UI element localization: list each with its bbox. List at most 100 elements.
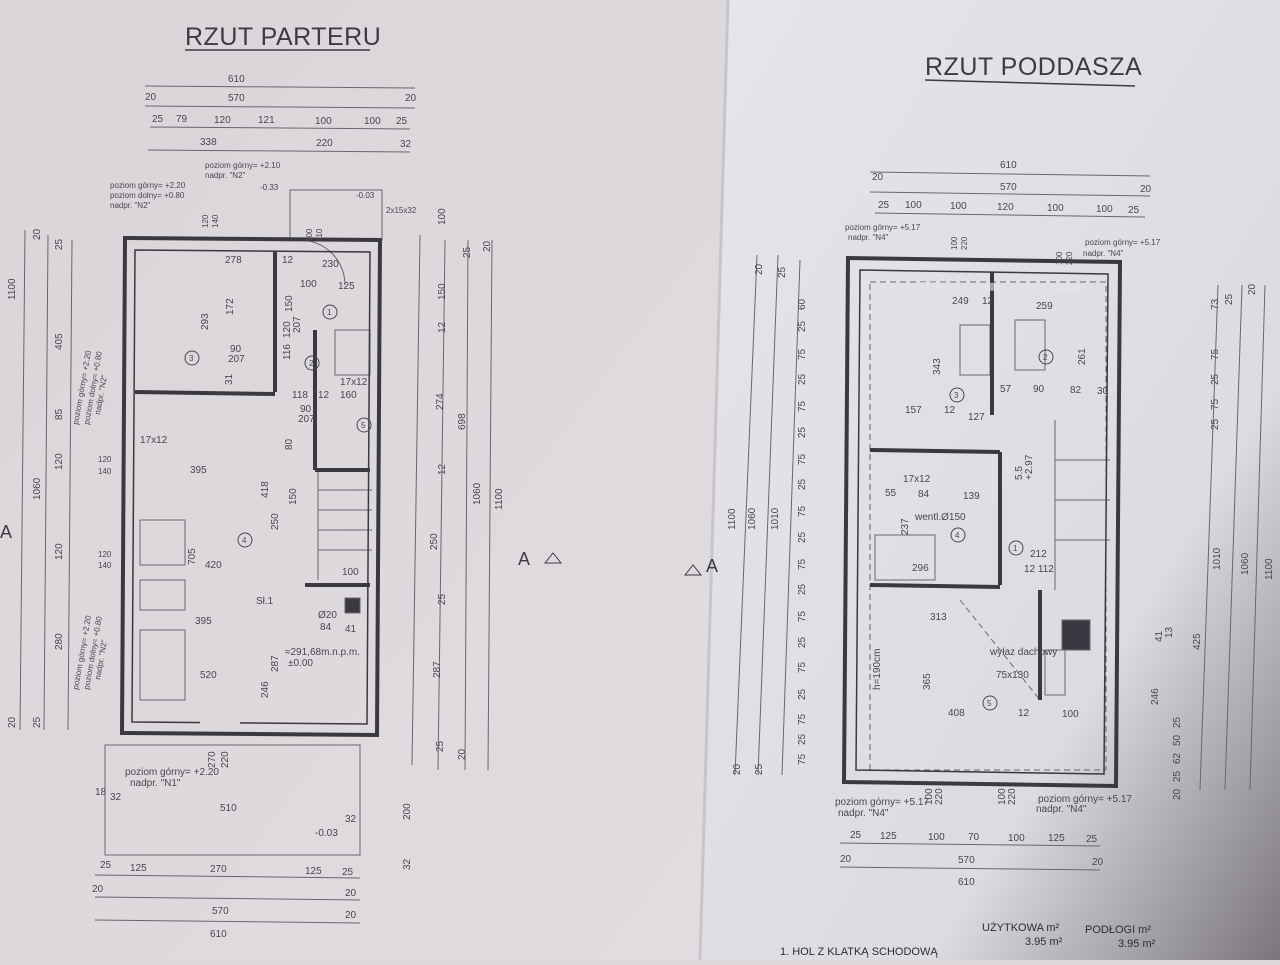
dimension-label: 17x12 <box>140 435 168 446</box>
room-number-circle <box>950 527 966 543</box>
dimension-label: 20 <box>345 910 357 921</box>
dimension-label: 75 <box>797 505 808 517</box>
dimension-label: 365 <box>922 673 933 690</box>
annotation-label: poziom górny= +2.20 <box>110 181 186 190</box>
dimension-label: 520 <box>200 670 217 681</box>
dimension-label: 32 <box>345 814 357 825</box>
annotation-label: -0.33 <box>260 183 279 192</box>
dimension-label: 90 <box>230 344 242 355</box>
dimension-label: 610 <box>228 74 245 85</box>
annotation-label: 120 <box>201 214 210 228</box>
dimension-label: 100 <box>905 200 922 211</box>
section-arrow-icon <box>543 552 563 564</box>
dimension-label: 287 <box>270 655 281 672</box>
dimension-label: 20 <box>1140 184 1152 195</box>
dimension-label: 20 <box>1092 857 1104 868</box>
dimension-label: -0.03 <box>315 828 338 839</box>
dimension-label: 25 <box>32 716 43 728</box>
dimension-label: 338 <box>200 137 217 148</box>
dimension-label: 118 <box>292 390 308 401</box>
dimension-label: 405 <box>54 333 65 350</box>
dimension-label: 41 <box>1154 630 1165 642</box>
dimension-label: 25 <box>1172 716 1183 728</box>
dimension-label: nadpr. "N4" <box>1036 804 1087 815</box>
dimension-label: 1060 <box>472 482 483 505</box>
dimension-label: 75 <box>797 661 808 673</box>
dimension-label: 207 <box>298 414 315 425</box>
dimension-label: 121 <box>258 115 275 126</box>
dimension-label: 120 <box>997 202 1014 213</box>
dimension-label: 425 <box>1192 633 1203 650</box>
dimension-label: 60 <box>797 298 808 310</box>
dimension-label: 172 <box>225 298 236 315</box>
dimension-label: 62 <box>1172 752 1183 764</box>
dimension-label: 20 <box>840 854 852 865</box>
dimension-label: 570 <box>958 855 975 866</box>
dimension-label: 25 <box>777 266 788 278</box>
dimension-label: 25 <box>797 531 808 543</box>
dimension-label: wyłaz dachowy <box>989 647 1057 658</box>
dimension-label: 610 <box>210 929 227 940</box>
dimension-label: nadpr. "N1" <box>130 778 181 789</box>
dimension-label: 12 <box>282 255 294 266</box>
room-number: 5 <box>987 699 992 708</box>
dimension-label: 100 <box>950 201 967 212</box>
dimension-label: 570 <box>228 93 245 104</box>
dimension-label: 25 <box>797 583 808 595</box>
dimension-label: 20 <box>145 92 157 103</box>
dimension-label: Sł.1 <box>256 596 274 607</box>
room-number-circle <box>1008 540 1024 556</box>
dimension-label: 1100 <box>727 508 738 530</box>
dimension-label: 125 <box>305 866 322 877</box>
dimension-label: 25 <box>1128 205 1140 216</box>
dimension-label: 150 <box>288 488 299 505</box>
dimension-label: 125 <box>1048 833 1065 844</box>
dimension-label: 570 <box>212 906 229 917</box>
dimension-label: 610 <box>1000 160 1017 171</box>
dimension-label: 100 <box>1096 204 1113 215</box>
dimension-label: 20 <box>754 263 765 275</box>
dimension-label: 25 <box>797 688 808 700</box>
dimension-label: 25 <box>797 636 808 648</box>
dimension-label: 41 <box>345 624 357 635</box>
room-number: 1 <box>1013 544 1018 553</box>
dimension-label: 100 <box>315 116 332 127</box>
dimension-label: 100 <box>997 788 1008 805</box>
dimension-label: 12 <box>1018 708 1030 719</box>
dimension-label: 249 <box>952 296 969 307</box>
dimension-label: 20 <box>7 716 18 728</box>
dimension-label: 100 <box>1008 833 1025 844</box>
annotation-label: poziom górny= +5.17 <box>1085 238 1161 247</box>
dimension-label: 705 <box>187 548 198 565</box>
dimension-label: poziom górny= +5.17 <box>835 797 929 808</box>
dimension-label: 212 <box>1030 549 1047 560</box>
annotation-label: poziom dolny= +0.80 <box>110 191 185 200</box>
dimension-label: 230 <box>322 259 339 270</box>
dimension-label: 12 <box>982 296 994 307</box>
title-underline <box>924 79 1136 87</box>
dimension-label: 270 <box>207 751 218 768</box>
dimension-label: 160 <box>340 390 357 401</box>
dimension-label: 25 <box>435 740 446 752</box>
dimension-label: 80 <box>284 438 295 450</box>
dimension-label: 127 <box>968 412 985 423</box>
dimension-label: 90 <box>300 404 312 415</box>
dimension-label: 408 <box>948 708 965 719</box>
dimension-label: 246 <box>1150 688 1161 705</box>
dimension-label: ≈291,68m.n.p.m. <box>285 647 360 658</box>
dimension-label: 20 <box>732 763 743 775</box>
dimension-label: 55 <box>885 488 897 499</box>
dimension-label: 120 <box>54 453 65 470</box>
dimension-label: 261 <box>1077 348 1088 365</box>
dimension-label: nadpr. "N4" <box>838 808 889 819</box>
annotation-label: 120 <box>98 455 112 464</box>
dimension-label: 17x12 <box>340 377 368 388</box>
room-name: 1. HOL Z KLATKĄ SCHODOWĄ <box>780 946 938 958</box>
annotation-label: 140 <box>211 214 220 228</box>
dimension-label: 5.5 <box>1014 466 1025 480</box>
dimension-label: 25 <box>850 830 862 841</box>
dimension-label: 120 <box>214 115 231 126</box>
dimension-label: 220 <box>934 788 945 805</box>
dimension-label: 293 <box>200 313 211 330</box>
